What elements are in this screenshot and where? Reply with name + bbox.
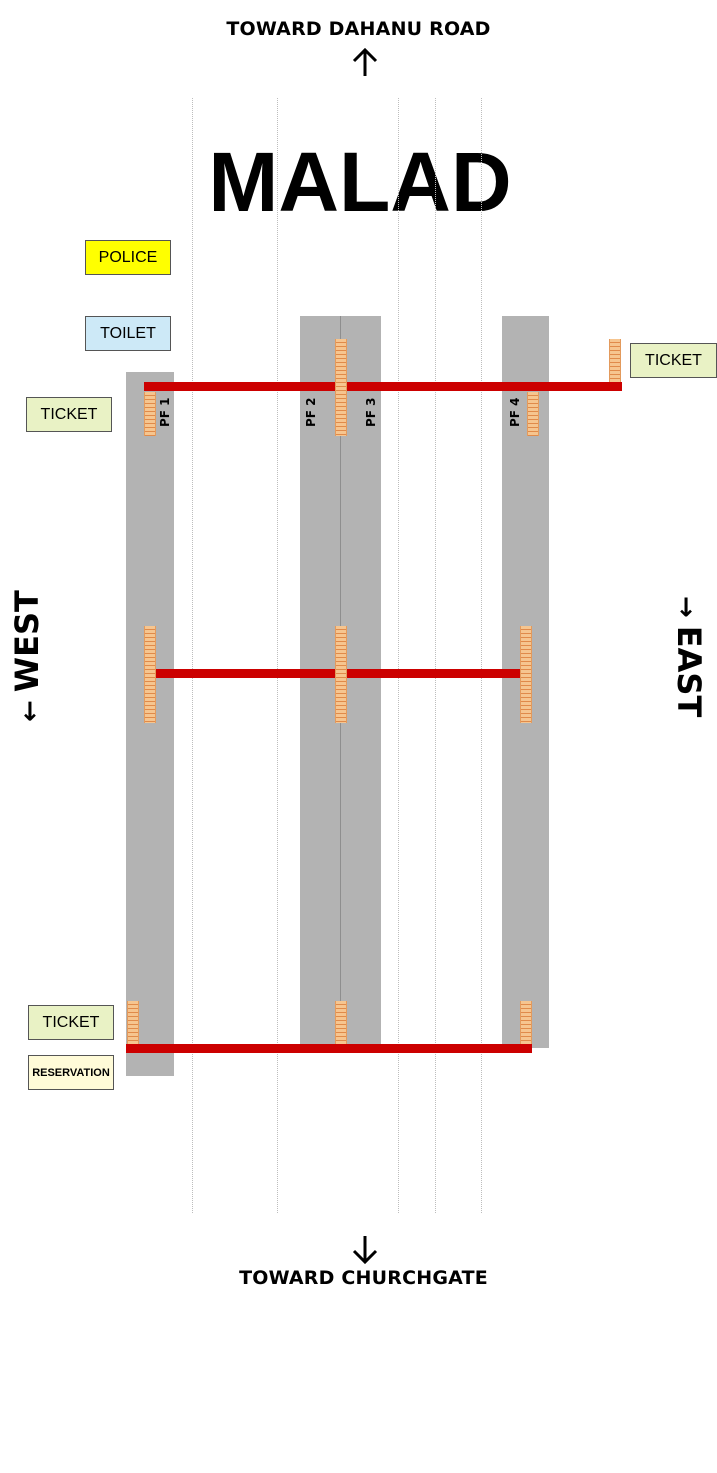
- track-line: [481, 98, 482, 1213]
- staircase: [144, 626, 156, 723]
- arrow-down-icon: [352, 1236, 378, 1265]
- platform-label: PF 3: [364, 397, 378, 427]
- platform-1: [126, 372, 174, 1076]
- arrow-up-icon: [352, 47, 378, 76]
- staircase: [127, 1001, 139, 1044]
- arrow-left-icon: ←: [15, 700, 45, 722]
- staircase: [527, 392, 539, 436]
- track-line: [398, 98, 399, 1213]
- ticket-counter-west-south: TICKET: [28, 1005, 114, 1040]
- station-title: MALAD: [208, 135, 512, 229]
- west-label: WEST: [8, 590, 46, 693]
- platform-label: PF 1: [158, 397, 172, 427]
- staircase: [144, 392, 156, 436]
- arrow-right-icon: →: [671, 596, 701, 618]
- staircase: [335, 1001, 347, 1044]
- east-side-marker: → EAST: [670, 596, 708, 726]
- track-line: [435, 98, 436, 1213]
- west-side-marker: ← WEST: [8, 590, 46, 722]
- staircase: [609, 339, 621, 382]
- footbridge-north: [144, 382, 622, 391]
- ticket-counter-east: TICKET: [630, 343, 717, 378]
- direction-south-label: TOWARD CHURCHGATE: [239, 1267, 488, 1289]
- platform-label: PF 4: [508, 397, 522, 427]
- track-line: [192, 98, 193, 1213]
- track-line: [277, 98, 278, 1213]
- reservation-box: RESERVATION: [28, 1055, 114, 1090]
- staircase: [335, 339, 347, 436]
- police-box: POLICE: [85, 240, 171, 275]
- staircase: [335, 626, 347, 723]
- staircase: [520, 1001, 532, 1044]
- direction-north-label: TOWARD DAHANU ROAD: [226, 18, 491, 40]
- toilet-box: TOILET: [85, 316, 171, 351]
- platform-label: PF 2: [304, 397, 318, 427]
- footbridge-south: [126, 1044, 532, 1053]
- staircase: [520, 626, 532, 723]
- east-label: EAST: [670, 625, 708, 718]
- ticket-counter-west-north: TICKET: [26, 397, 112, 432]
